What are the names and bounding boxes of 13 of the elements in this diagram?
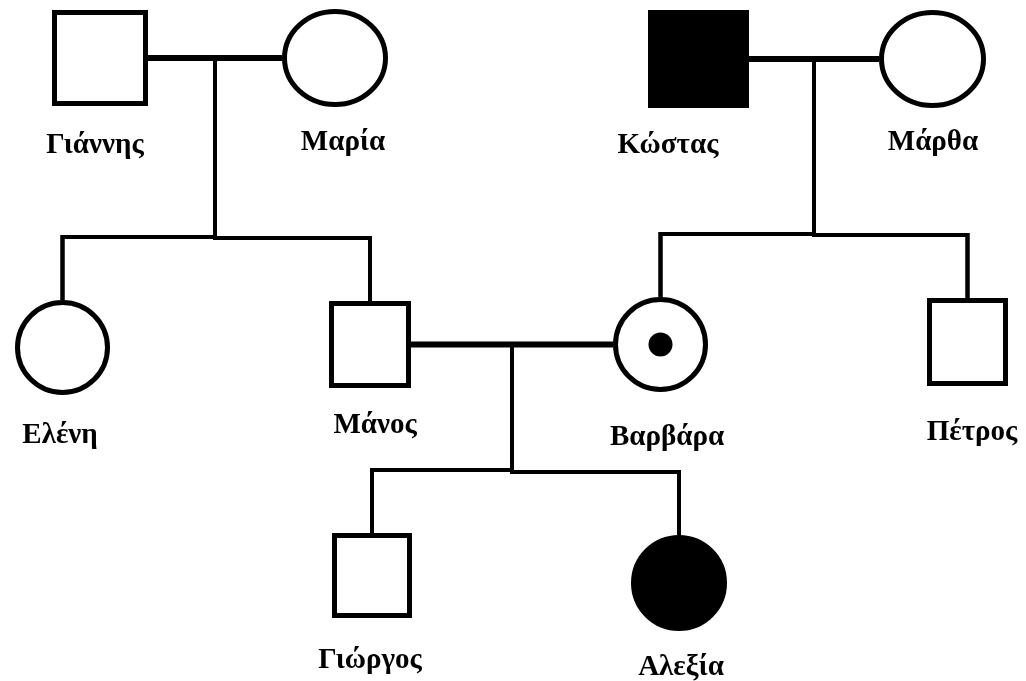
marriage-line — [148, 55, 282, 61]
person-name: Κώστας — [617, 126, 719, 160]
person-name: Αλεξία — [638, 648, 724, 681]
person-name: Γιώργος — [318, 641, 422, 675]
person-name: Μαρία — [300, 123, 386, 157]
person-name: Πέτρος — [926, 413, 1018, 447]
person-name: Ελένη — [22, 416, 98, 450]
person-name: Μάνος — [333, 406, 417, 440]
person-name: Γιάννης — [46, 126, 144, 160]
person-name: Βαρβάρα — [609, 418, 725, 452]
marriage-line — [411, 341, 613, 348]
marriage-line — [749, 56, 879, 62]
person-name: Μάρθα — [887, 123, 979, 157]
